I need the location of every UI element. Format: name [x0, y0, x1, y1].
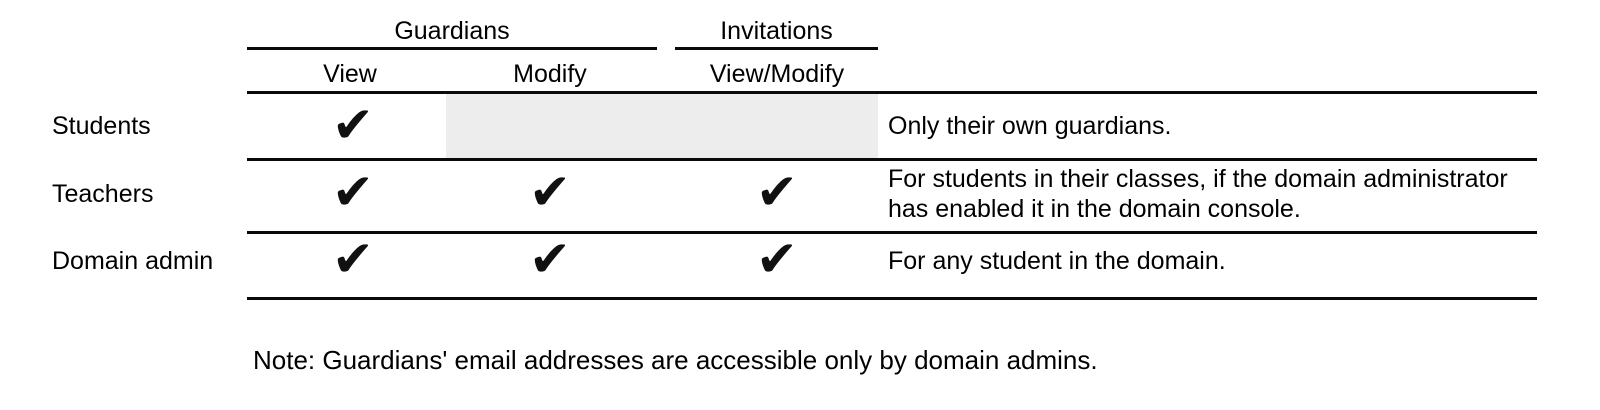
column-header-view: View	[323, 60, 377, 88]
check-domain-admin-view-icon: ✔	[332, 230, 374, 288]
invitations-underline	[675, 47, 878, 50]
header-rule	[247, 91, 1537, 94]
check-domain-admin-view-modify-icon: ✔	[756, 230, 798, 288]
note-teachers: For students in their classes, if the do…	[888, 164, 1536, 224]
guardians-underline	[247, 47, 657, 50]
row-label-teachers: Teachers	[52, 180, 154, 208]
row-label-domain-admin: Domain admin	[52, 247, 214, 275]
check-teachers-modify-icon: ✔	[529, 163, 571, 221]
column-group-invitations: Invitations	[720, 17, 833, 45]
check-teachers-view-modify-icon: ✔	[756, 163, 798, 221]
check-students-view-icon: ✔	[332, 96, 374, 154]
students-disabled-cells-shade	[446, 94, 878, 158]
row-label-students: Students	[52, 112, 151, 140]
column-group-guardians: Guardians	[394, 17, 510, 45]
check-domain-admin-modify-icon: ✔	[529, 230, 571, 288]
column-header-modify: Modify	[513, 60, 587, 88]
column-header-view-modify: View/Modify	[709, 60, 845, 88]
footnote: Note: Guardians' email addresses are acc…	[253, 345, 1098, 375]
row-divider-domain-admin	[247, 297, 1537, 300]
note-domain-admin: For any student in the domain.	[888, 247, 1226, 275]
row-divider-students	[247, 158, 1537, 161]
row-divider-teachers	[247, 231, 1537, 234]
note-students: Only their own guardians.	[888, 112, 1172, 140]
note-teachers-line-1: For students in their classes, if the do…	[888, 165, 1508, 193]
check-teachers-view-icon: ✔	[332, 163, 374, 221]
note-teachers-line-2: has enabled it in the domain console.	[888, 195, 1301, 223]
